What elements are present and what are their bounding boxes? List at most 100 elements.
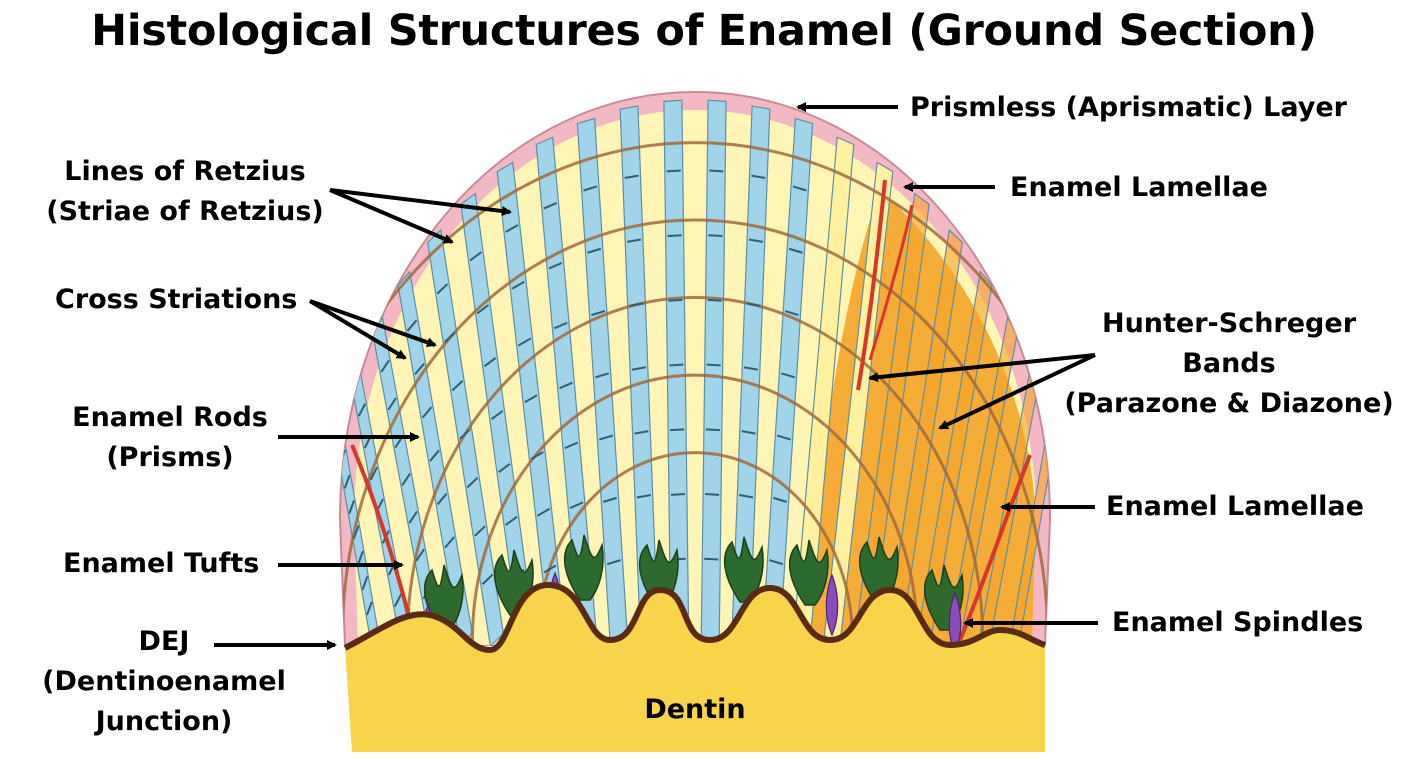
cross-striation (705, 493, 720, 496)
cross-striation (709, 169, 724, 173)
cross-striation (543, 202, 558, 210)
cross-striation (517, 337, 532, 347)
cross-striation (741, 430, 756, 435)
cross-striation (559, 381, 573, 390)
cross-striation (466, 477, 479, 489)
label-lines-of-retzius: Lines of Retzius (Striae of Retzius) (46, 156, 324, 227)
cross-striation (780, 372, 795, 379)
arrow-retzius-1 (329, 188, 512, 216)
cross-striation (627, 238, 642, 243)
cross-striation (414, 362, 425, 375)
cross-striation (599, 434, 614, 441)
cross-striation (481, 573, 494, 585)
cross-striation (624, 174, 639, 180)
arrow-hunter-1 (868, 353, 1096, 383)
cross-striation (776, 434, 791, 441)
cross-striation (483, 357, 497, 368)
cross-striation (444, 536, 455, 549)
cross-striation (366, 601, 373, 616)
cross-striation (537, 507, 551, 517)
cross-striation (784, 310, 799, 316)
label-dej: DEJ (Dentinoenamel Junction) (42, 626, 286, 737)
label-hunter-schreger-bands: Hunter-Schreger Bands (Parazone & Diazon… (1064, 308, 1394, 419)
enamel-lamella-top-2 (868, 204, 914, 361)
cross-striation (602, 496, 617, 503)
cross-striation (670, 493, 685, 496)
cross-striation (667, 234, 682, 238)
cross-striation (748, 238, 763, 243)
cross-striation (421, 406, 433, 419)
cross-striation (704, 557, 719, 561)
enamel-tuft (858, 536, 899, 603)
retzius-line (340, 218, 1050, 641)
cross-striation (668, 298, 683, 302)
label-enamel-lamellae-bottom: Enamel Lamellae (1106, 491, 1364, 522)
cross-striation (380, 359, 390, 373)
label-enamel-spindles: Enamel Spindles (1112, 607, 1364, 638)
arrow-hunter-2 (938, 353, 1096, 430)
cross-striation (543, 564, 557, 574)
cross-striation (587, 247, 602, 254)
enamel-lamella-right (958, 454, 1032, 641)
cross-striation (634, 430, 649, 435)
label-prismless-layer: Prismless (Aprismatic) Layer (910, 92, 1347, 123)
cross-striation (357, 550, 364, 565)
label-enamel-rods: Enamel Rods (Prisms) (72, 402, 268, 473)
enamel-rod (427, 228, 505, 645)
cross-striations (340, 169, 807, 616)
enamel-lamella-top (856, 179, 887, 391)
cross-striation (369, 466, 378, 481)
cross-striation (773, 496, 788, 503)
arrow-retzius-2 (329, 188, 454, 244)
cross-striation (343, 474, 351, 489)
cross-striation (406, 319, 418, 332)
dej-line (343, 581, 1047, 654)
cross-striation (505, 515, 518, 526)
cross-striation (511, 280, 525, 290)
cross-striation (670, 428, 685, 432)
cross-striation (705, 428, 720, 432)
cross-striation (476, 304, 490, 315)
retzius-line (470, 373, 920, 641)
label-enamel-lamellae-top: Enamel Lamellae (1010, 172, 1268, 203)
enamel-tuft (723, 536, 764, 603)
lines-of-retzius (340, 92, 1050, 641)
cross-striation (459, 428, 471, 440)
label-dentin: Dentin (644, 694, 746, 725)
cross-striation (490, 410, 504, 421)
cross-striation (429, 449, 440, 462)
cross-striation (348, 500, 355, 514)
cross-striation (548, 261, 563, 270)
cross-striation (352, 525, 360, 540)
cross-striation (583, 185, 598, 192)
cross-striation (474, 525, 486, 537)
cross-striation (436, 283, 449, 295)
dentin (345, 585, 1045, 752)
cross-striation (564, 441, 579, 450)
cross-striation (631, 366, 647, 371)
cross-striation (669, 363, 684, 367)
arrow-cross-2 (308, 299, 407, 360)
cross-striation (743, 366, 759, 371)
retzius-line (536, 451, 854, 641)
cross-striation (739, 494, 754, 499)
cross-striation (569, 501, 584, 509)
cross-striation (393, 593, 403, 608)
cross-striation (436, 493, 448, 506)
retzius-line (340, 141, 1050, 641)
cross-striation (530, 451, 544, 460)
cross-striation (401, 473, 411, 486)
cross-striation (505, 224, 519, 233)
enamel-spindle (825, 573, 839, 637)
cross-striation (361, 576, 369, 590)
cross-striation (469, 251, 483, 262)
cross-striation (595, 372, 610, 379)
label-cross-striations: Cross Striations (55, 284, 298, 315)
cross-striation (451, 380, 464, 392)
cross-striation (706, 363, 721, 367)
cross-striation (792, 185, 807, 192)
label-enamel-tufts: Enamel Tufts (63, 548, 260, 579)
cross-striation (408, 510, 418, 524)
enamel-spindle (948, 591, 962, 655)
